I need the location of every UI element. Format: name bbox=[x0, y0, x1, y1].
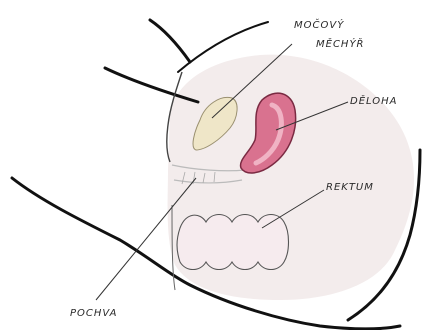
label-rektum: REKTUM bbox=[326, 182, 374, 193]
rectum bbox=[177, 215, 289, 270]
label-mechyr: MĚCHÝŘ bbox=[316, 37, 365, 50]
label-pochva: POCHVA bbox=[70, 308, 117, 319]
thigh-stroke-upper bbox=[150, 20, 190, 62]
label-deloha: DĚLOHA bbox=[350, 94, 398, 107]
label-mocovy: MOČOVÝ bbox=[294, 18, 344, 31]
thigh-stroke-lower bbox=[105, 68, 198, 102]
